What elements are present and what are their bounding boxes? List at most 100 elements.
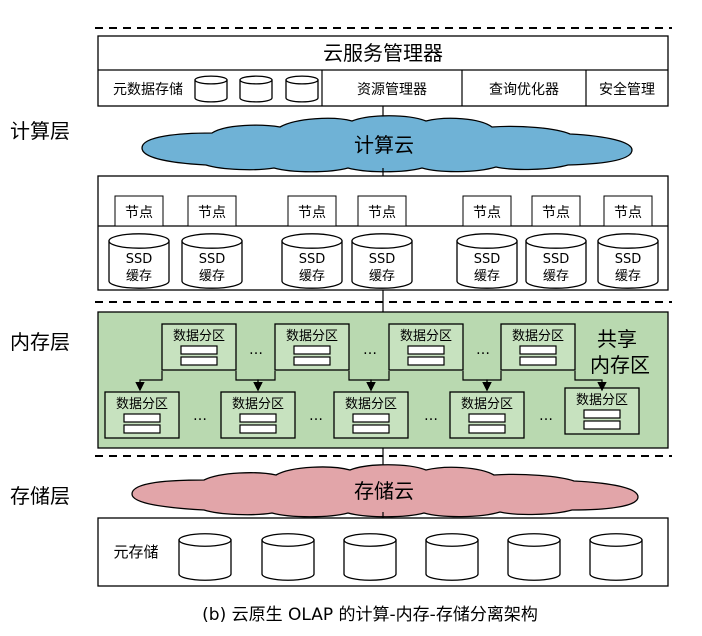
- metadata-cylinder-2: [239, 75, 273, 103]
- partition-block: [180, 356, 218, 366]
- metadata-storage-label: 元数据存储: [113, 82, 183, 98]
- compute-layer-label: 计算层: [10, 119, 70, 143]
- shared-memory-label-2: 内存区: [590, 353, 650, 377]
- ssd-cache-icon: [181, 233, 243, 289]
- ellipsis: …: [539, 408, 553, 424]
- compute-node: 节点 SSD 缓存: [281, 195, 343, 289]
- partition-label: 数据分区: [512, 329, 564, 344]
- storage-cloud-label: 存储云: [354, 479, 414, 503]
- storage-layer-label: 存储层: [10, 484, 70, 508]
- meta-storage-panel: 元存储: [97, 517, 669, 587]
- ellipsis: …: [363, 342, 377, 358]
- ssd-cache-icon: [281, 233, 343, 289]
- ssd-label: SSD: [299, 252, 326, 267]
- cache-label: 缓存: [369, 269, 395, 284]
- cache-label: 缓存: [615, 269, 641, 284]
- partition-label: 数据分区: [461, 397, 513, 412]
- cache-label: 缓存: [126, 269, 152, 284]
- partition-block: [352, 413, 390, 423]
- cache-label: 缓存: [199, 269, 225, 284]
- partition-block: [123, 424, 161, 434]
- memory-layer-label: 内存层: [10, 330, 70, 354]
- partition-arrow: [482, 371, 502, 392]
- storage-cylinder-1: [178, 533, 232, 581]
- node-label: 节点: [125, 205, 153, 221]
- storage-cylinder-3: [343, 533, 397, 581]
- ssd-cache-icon: [108, 233, 170, 289]
- ssd-label: SSD: [615, 252, 642, 267]
- compute-node: 节点 SSD 缓存: [108, 195, 170, 289]
- partition-block: [352, 424, 390, 434]
- ssd-label: SSD: [543, 252, 570, 267]
- partition-block: [180, 345, 218, 355]
- partition-block: [519, 356, 557, 366]
- partition-block: [583, 420, 621, 430]
- ellipsis: …: [476, 342, 490, 358]
- ellipsis: …: [193, 408, 207, 424]
- data-partition: 数据分区: [564, 387, 640, 435]
- partition-block: [123, 413, 161, 423]
- partition-label: 数据分区: [286, 329, 338, 344]
- partition-block: [583, 409, 621, 419]
- partition-label: 数据分区: [173, 329, 225, 344]
- partition-block: [239, 413, 277, 423]
- shared-memory-label-1: 共享: [597, 327, 637, 351]
- partition-block: [293, 356, 331, 366]
- data-partition: 数据分区: [220, 391, 296, 439]
- partition-block: [407, 345, 445, 355]
- data-partition: 数据分区: [161, 323, 237, 371]
- node-label: 节点: [368, 205, 396, 221]
- data-partition: 数据分区: [388, 323, 464, 371]
- resource-manager-label: 资源管理器: [357, 82, 427, 98]
- storage-cylinder-4: [425, 533, 479, 581]
- query-optimizer-label: 查询优化器: [489, 82, 559, 98]
- data-partition: 数据分区: [449, 391, 525, 439]
- data-partition: 数据分区: [104, 391, 180, 439]
- meta-storage-label: 元存储: [113, 543, 158, 561]
- partition-block: [468, 413, 506, 423]
- node-label: 节点: [298, 205, 326, 221]
- partition-arrow: [366, 371, 390, 392]
- cloud-service-manager: 云服务管理器 元数据存储 资源管理器 查询优化器 安全管理: [97, 35, 669, 107]
- ssd-cache-icon: [351, 233, 413, 289]
- storage-cloud: 存储云: [131, 464, 639, 518]
- compute-cloud: 计算云: [141, 115, 633, 173]
- partition-block: [407, 356, 445, 366]
- metadata-cylinder-1: [194, 75, 228, 103]
- partition-arrow: [574, 371, 607, 392]
- node-label: 节点: [614, 205, 642, 221]
- cache-label: 缓存: [474, 269, 500, 284]
- compute-node-panel: 节点 SSD 缓存 节点 SSD 缓存 节点 SSD 缓存 节点 SSD 缓存 节点 SSD 缓存 节点 SSD…: [97, 175, 669, 291]
- partition-block: [293, 345, 331, 355]
- partition-label: 数据分区: [400, 329, 452, 344]
- compute-cloud-label: 计算云: [354, 133, 414, 157]
- data-partition: 数据分区: [274, 323, 350, 371]
- node-label: 节点: [198, 205, 226, 221]
- ssd-cache-icon: [456, 233, 518, 289]
- security-label: 安全管理: [599, 81, 655, 98]
- partition-label: 数据分区: [576, 393, 628, 408]
- metadata-cylinder-3: [285, 75, 319, 103]
- data-partition: 数据分区: [500, 323, 576, 371]
- service-manager-title: 云服务管理器: [323, 41, 443, 65]
- partition-label: 数据分区: [232, 397, 284, 412]
- ssd-label: SSD: [126, 252, 153, 267]
- ssd-cache-icon: [597, 233, 659, 289]
- shared-memory-region: 共享 内存区 数据分区数据分区数据分区数据分区数据分区数据分区数据分区数据分区数…: [97, 311, 669, 449]
- cache-label: 缓存: [543, 269, 569, 284]
- partition-block: [519, 345, 557, 355]
- ssd-label: SSD: [369, 252, 396, 267]
- partition-arrow: [135, 371, 163, 392]
- partition-block: [468, 424, 506, 434]
- ellipsis: …: [424, 408, 438, 424]
- compute-node: 节点 SSD 缓存: [351, 195, 413, 289]
- storage-cylinder-2: [261, 533, 315, 581]
- cache-label: 缓存: [299, 269, 325, 284]
- partition-label: 数据分区: [116, 397, 168, 412]
- figure-caption: (b) 云原生 OLAP 的计算-内存-存储分离架构: [202, 605, 538, 625]
- node-label: 节点: [542, 205, 570, 221]
- ssd-label: SSD: [474, 252, 501, 267]
- compute-node: 节点 SSD 缓存: [597, 195, 659, 289]
